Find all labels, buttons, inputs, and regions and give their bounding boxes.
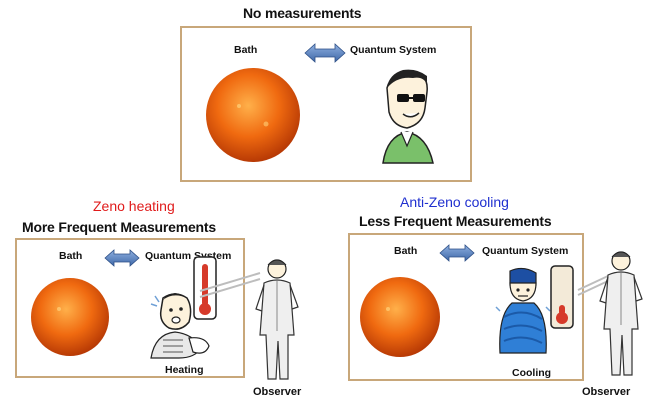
right-panel: Bath Quantum System Cooling	[348, 233, 584, 381]
sun-icon	[360, 277, 440, 357]
right-effect-label: Anti-Zeno cooling	[400, 194, 509, 210]
top-system-label: Quantum System	[350, 44, 437, 56]
left-panel: Bath Quantum System Heating	[15, 238, 245, 378]
sun-icon	[206, 68, 300, 162]
left-effect-label: Zeno heating	[93, 198, 175, 214]
sweating-man-icon	[150, 293, 210, 359]
left-title: More Frequent Measurements	[22, 219, 216, 235]
right-state-label: Cooling	[512, 367, 552, 379]
double-arrow-icon	[104, 249, 140, 267]
right-system-label: Quantum System	[482, 245, 569, 257]
left-system-label: Quantum System	[145, 250, 232, 262]
thermometer-icon	[550, 265, 574, 329]
top-bath-label: Bath	[234, 44, 258, 56]
observer-icon	[599, 251, 643, 376]
observer-icon	[255, 259, 299, 380]
measurement-ray	[199, 272, 261, 298]
left-bath-label: Bath	[59, 250, 83, 262]
right-observer-label: Observer	[582, 386, 631, 398]
right-bath-label: Bath	[394, 245, 418, 257]
sun-icon	[31, 278, 109, 356]
double-arrow-icon	[439, 244, 475, 262]
double-arrow-icon	[304, 43, 346, 63]
left-state-label: Heating	[165, 364, 204, 376]
left-observer-label: Observer	[253, 386, 302, 398]
measurement-ray	[577, 275, 609, 296]
shivering-man-icon	[495, 267, 551, 354]
top-panel: Bath Quantum System	[180, 26, 472, 182]
cool-man-icon	[382, 69, 434, 164]
right-title: Less Frequent Measurements	[359, 213, 552, 229]
top-title: No measurements	[243, 5, 362, 21]
